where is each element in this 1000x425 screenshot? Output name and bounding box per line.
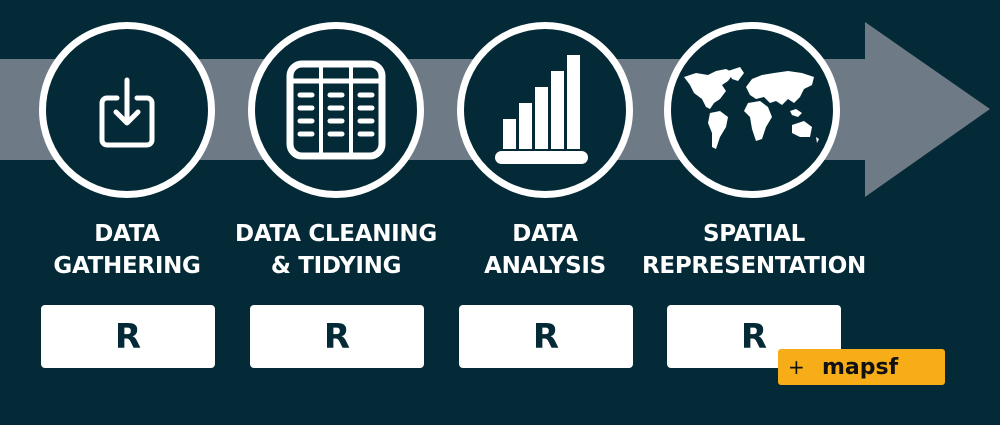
step-label-spatial-representation: SPATIAL REPRESENTATION: [639, 218, 869, 282]
plus-icon: +: [788, 355, 805, 379]
step-circle-data-cleaning: [248, 22, 424, 198]
tool-name: R: [323, 316, 351, 357]
label-line: REPRESENTATION: [642, 253, 866, 279]
mapsf-addon-badge: + mapsf: [778, 349, 945, 385]
bar-chart-icon: [495, 55, 588, 164]
label-line: SPATIAL: [703, 221, 805, 247]
step-circle-data-gathering: [39, 22, 215, 198]
step-label-data-analysis: DATA ANALYSIS: [430, 218, 660, 282]
tool-box-r: R: [41, 305, 215, 368]
addon-name: mapsf: [822, 354, 899, 380]
table-icon: [286, 60, 386, 160]
label-line: DATA: [512, 221, 578, 247]
label-line: & TIDYING: [270, 253, 402, 279]
label-line: DATA: [94, 221, 160, 247]
tool-box-r: R: [250, 305, 424, 368]
tool-name: R: [740, 316, 768, 357]
label-line: ANALYSIS: [484, 253, 606, 279]
label-line: DATA CLEANING: [235, 221, 437, 247]
tool-name: R: [114, 316, 142, 357]
tool-box-r: R: [459, 305, 633, 368]
download-icon: [99, 77, 155, 148]
step-label-data-gathering: DATA GATHERING: [12, 218, 242, 282]
label-line: GATHERING: [53, 253, 201, 279]
step-label-data-cleaning: DATA CLEANING & TIDYING: [221, 218, 451, 282]
step-circle-spatial-representation: [664, 22, 840, 198]
step-circle-data-analysis: [457, 22, 633, 198]
world-map-icon: [684, 67, 819, 149]
tool-name: R: [532, 316, 560, 357]
